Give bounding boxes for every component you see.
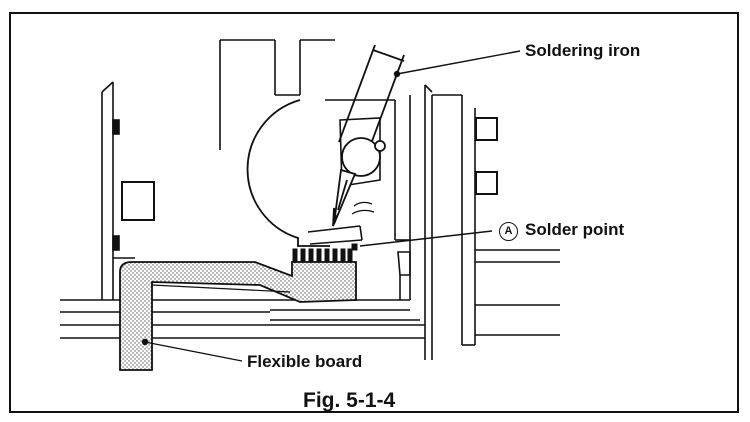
semicircle-cutout [246,99,330,247]
figure-border [9,12,739,413]
left-chassis-panel [101,81,155,300]
soldering-iron [332,44,405,227]
circled-a-marker: A [499,222,518,241]
soldering-iron-label: Soldering iron [525,41,641,60]
figure-caption: Fig. 5-1-4 [303,389,396,412]
flexible-board-label: Flexible board [247,352,363,371]
leader-lines [141,50,521,362]
solder-point-label: A Solder point [499,220,624,241]
flexible-board [119,261,357,371]
solder-point-text: Solder point [525,220,625,239]
bottom-rails [60,299,425,339]
right-frame [219,39,560,360]
